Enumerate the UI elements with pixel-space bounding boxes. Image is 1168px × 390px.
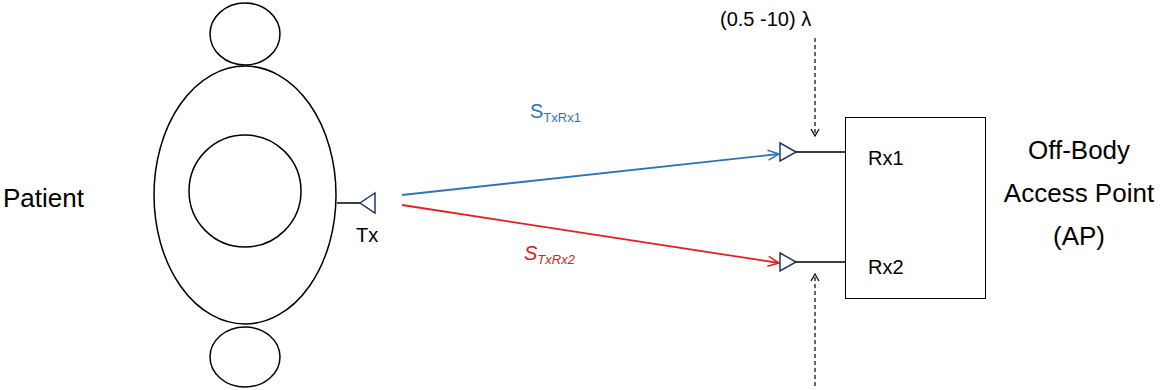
rx-label: Rx1	[868, 142, 904, 175]
body-ellipse	[154, 66, 336, 324]
dimension-arrow	[814, 38, 815, 136]
access-point-box: Off-Body Access Point (AP)Rx1Rx2	[845, 117, 986, 299]
patient-head	[210, 3, 280, 65]
patient-feet	[210, 327, 280, 387]
patient-label: Patient	[3, 177, 84, 220]
patient-torso-circle	[189, 135, 301, 247]
dimension-arrow	[814, 274, 815, 386]
tx-antenna	[360, 193, 375, 213]
channel-label: STxRx1	[528, 100, 583, 125]
patient-body: Patient	[153, 65, 337, 325]
rx1-feed	[796, 151, 846, 153]
rx2-feed	[796, 261, 846, 263]
dimension-label: (0.5 -10) λ	[720, 8, 811, 31]
rx-label: Rx2	[868, 251, 904, 284]
signal-arrow	[402, 154, 779, 195]
tx-feed	[337, 202, 360, 204]
tx-label: Tx	[356, 219, 378, 252]
rx-port: Rx1	[779, 139, 939, 169]
rx1-antenna	[780, 143, 796, 161]
tx-antenna-node: Tx	[352, 190, 402, 246]
signal-arrow	[402, 205, 779, 263]
rx-port: Rx2	[779, 248, 939, 278]
body-outline	[153, 65, 337, 325]
access-point-label: Off-Body Access Point (AP)	[995, 129, 1163, 258]
rx2-antenna	[780, 253, 796, 271]
channel-label: STxRx2	[522, 242, 577, 267]
